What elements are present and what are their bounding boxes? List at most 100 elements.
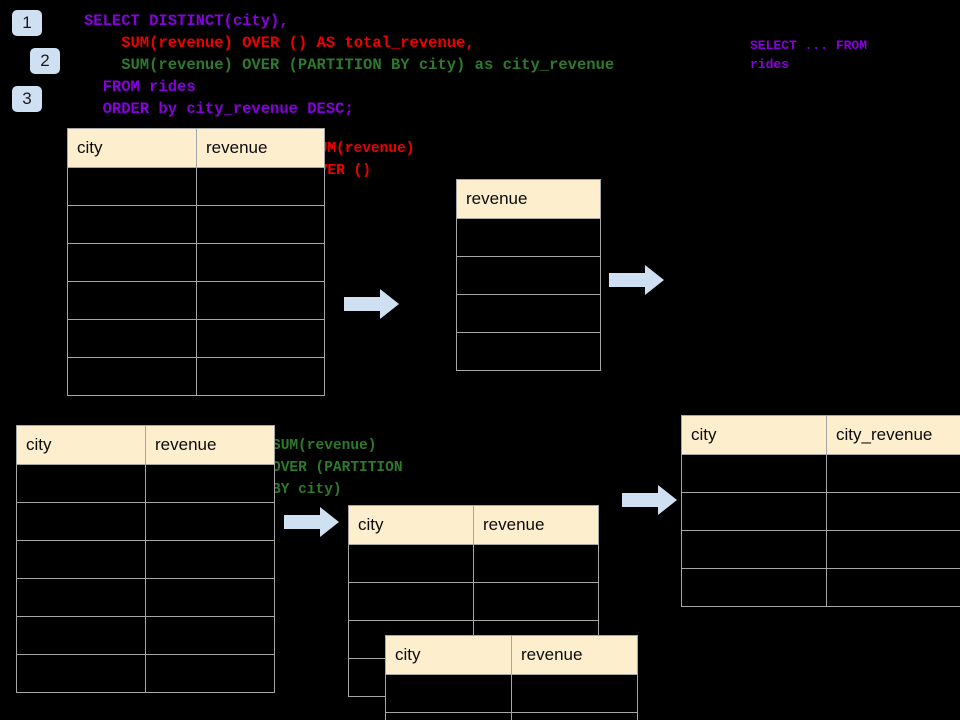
table-cell [681,492,827,531]
arrow-total-to-final [609,264,665,296]
table-cell [196,357,325,396]
table-city-revenue-result: city city_revenue [681,415,960,607]
table-cell [16,578,146,617]
table-cell [145,578,275,617]
column-header-revenue: revenue [456,179,601,219]
table-row [456,294,601,333]
table-row [16,464,275,503]
table-row [385,674,638,713]
sql-line-total-revenue: SUM(revenue) OVER () AS total_revenue, [84,34,475,52]
table-row [67,205,325,244]
table-cell [196,319,325,358]
annotation-city-revenue: SUM(revenue) OVER (PARTITION BY city) [272,438,403,498]
column-header-city-revenue: city_revenue [826,415,960,455]
table-row [16,578,275,617]
table-cell [67,167,197,206]
table-cell [473,582,599,621]
table-row [348,582,599,621]
table-row [67,243,325,282]
table-cell [67,243,197,282]
column-header-revenue: revenue [511,635,638,675]
table-row [16,540,275,579]
table-cell [681,454,827,493]
table-cell [826,568,960,607]
table-row [67,319,325,358]
table-row [16,502,275,541]
sql-line-city-revenue: SUM(revenue) OVER (PARTITION BY city) as… [84,56,615,74]
table-header-row: city revenue [348,505,599,545]
table-row [681,530,960,569]
step-badge-3: 3 [12,86,42,112]
table-cell [348,544,474,583]
table-partition-group-b: city revenue [385,635,638,720]
table-header-row: city city_revenue [681,415,960,455]
sql-line-select: SELECT DISTINCT(city), [84,12,289,30]
table-row [456,256,601,295]
table-row [456,218,601,257]
table-cell [196,205,325,244]
table-cell [145,502,275,541]
table-row [16,616,275,655]
table-cell [511,674,638,713]
table-cell [67,205,197,244]
step-badge-1: 1 [12,10,42,36]
sql-line-order-by: ORDER by city_revenue DESC; [84,100,354,118]
arrow-partition-to-final [622,484,678,516]
table-cell [16,502,146,541]
sql-line-from: FROM rides [84,78,196,96]
table-cell [67,357,197,396]
table-cell [16,464,146,503]
table-cell [196,281,325,320]
table-row [67,357,325,396]
table-row [67,167,325,206]
column-header-city: city [385,635,512,675]
side-note-line-1: SELECT ... FROM [750,38,868,53]
table-cell [145,654,275,693]
table-cell [681,530,827,569]
column-header-city: city [681,415,827,455]
table-row [348,544,599,583]
table-cell [385,712,512,720]
table-total-revenue-result: revenue [456,179,601,371]
table-cell [67,319,197,358]
table-cell [67,281,197,320]
table-cell [196,167,325,206]
table-cell [826,454,960,493]
table-rides-source-bottom: city revenue [16,425,275,693]
table-cell [348,582,474,621]
table-cell [456,256,601,295]
table-cell [16,540,146,579]
table-cell [456,218,601,257]
table-cell [826,492,960,531]
table-row [456,332,601,371]
table-header-row: revenue [456,179,601,219]
table-cell [145,540,275,579]
table-cell [385,674,512,713]
table-cell [473,544,599,583]
table-row [681,492,960,531]
table-cell [681,568,827,607]
table-header-row: city revenue [385,635,638,675]
table-cell [511,712,638,720]
table-cell [826,530,960,569]
table-header-row: city revenue [16,425,275,465]
table-cell [16,616,146,655]
column-header-revenue: revenue [473,505,599,545]
table-row [16,654,275,693]
column-header-city: city [16,425,146,465]
step-badge-2: 2 [30,48,60,74]
table-row [681,454,960,493]
table-row [681,568,960,607]
table-row [67,281,325,320]
side-note-line-2: rides [750,57,790,72]
table-cell [196,243,325,282]
column-header-revenue: revenue [196,128,325,168]
table-rides-source-top: city revenue [67,128,325,396]
column-header-city: city [348,505,474,545]
table-row [385,712,638,720]
arrow-source-to-partition [284,506,340,538]
column-header-city: city [67,128,197,168]
table-cell [145,464,275,503]
arrow-source-to-total [344,288,400,320]
